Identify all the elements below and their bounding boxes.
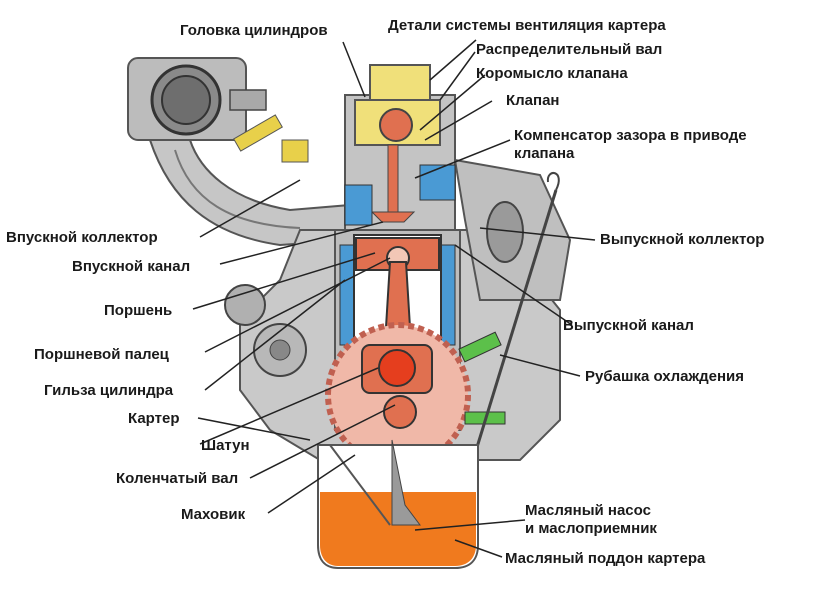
- accessory-pulleys: [224, 284, 307, 377]
- label-rocker-arm: Коромысло клапана: [476, 65, 628, 82]
- leader-lines: [192, 39, 596, 558]
- label-piston-pin: Поршневой палец: [34, 346, 169, 363]
- label-connecting-rod: Шатун: [201, 437, 250, 454]
- label-oil-pump: Масляный насос и маслоприемник: [525, 502, 657, 538]
- label-intake-manifold: Впускной коллектор: [6, 229, 158, 246]
- label-exhaust-port: Выпускной канал: [563, 317, 694, 334]
- label-cylinder-liner: Гильза цилиндра: [44, 382, 174, 399]
- oil-pan: [317, 439, 479, 569]
- cylinder-head-shape: [344, 64, 456, 231]
- label-exhaust-manifold: Выпускной коллектор: [600, 231, 765, 248]
- label-piston: Поршень: [104, 302, 173, 319]
- label-intake-port: Впускной канал: [72, 258, 191, 275]
- flywheel-shape: [325, 322, 471, 468]
- throttle-body: [127, 57, 267, 141]
- label-crankcase-ventilation: Детали системы вентиляция картера: [388, 17, 666, 34]
- label-oil-pump-line-1: Масляный насос: [525, 502, 651, 519]
- label-crankshaft: Коленчатый вал: [116, 470, 239, 487]
- dipstick: [468, 172, 560, 471]
- label-lash-adjuster-line-1: Компенсатор зазора в приводе: [514, 127, 747, 144]
- throttle-sensor: [233, 114, 309, 163]
- label-camshaft: Распределительный вал: [476, 41, 663, 58]
- label-cooling-jacket: Рубашка охлаждения: [585, 368, 745, 385]
- label-flywheel: Маховик: [181, 506, 246, 523]
- label-crankcase: Картер: [128, 410, 180, 427]
- label-lash-adjuster-line-2: клапана: [514, 145, 575, 162]
- label-oil-pump-line-2: и маслоприемник: [525, 520, 657, 537]
- label-lash-adjuster: Компенсатор зазора в приводе клапана: [514, 127, 747, 163]
- label-oil-pan: Масляный поддон картера: [505, 550, 706, 567]
- label-cylinder-head: Головка цилиндров: [180, 22, 328, 39]
- label-valve: Клапан: [506, 92, 560, 109]
